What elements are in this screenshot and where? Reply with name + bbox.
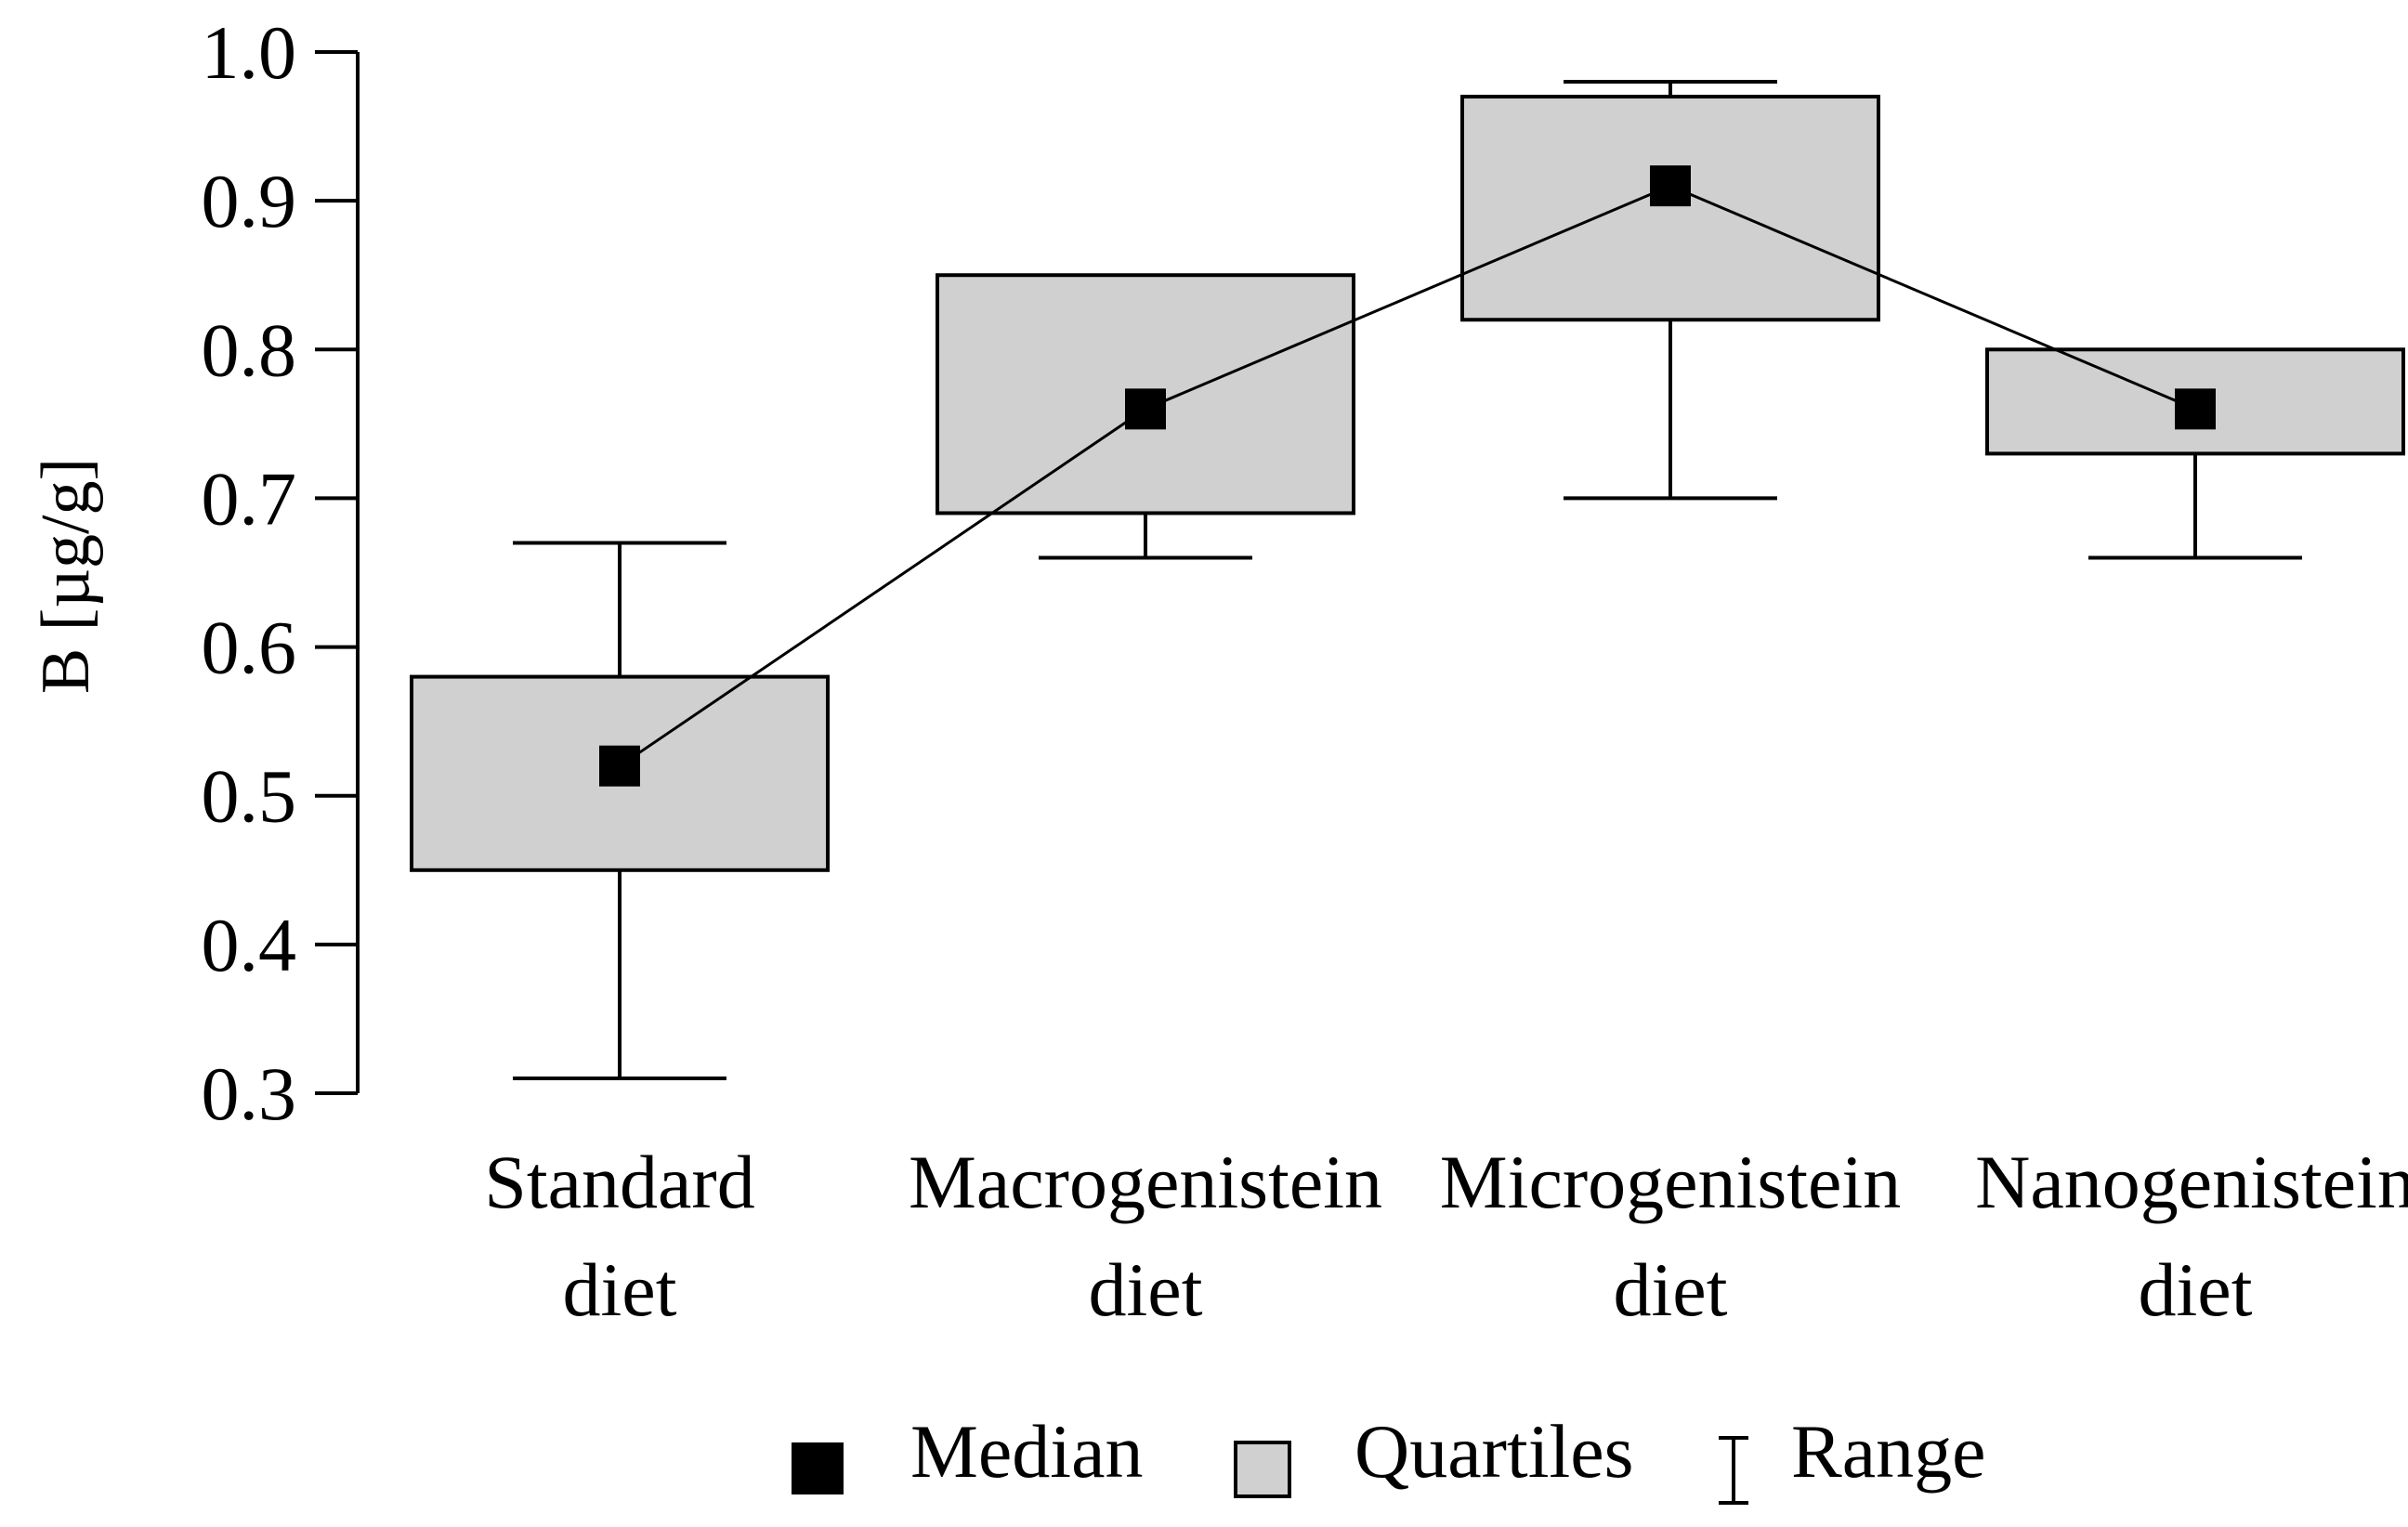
category-label-line1: Microgenistein [1440, 1140, 1901, 1224]
y-tick-label: 0.8 [202, 307, 297, 392]
y-tick-label: 0.9 [202, 159, 297, 243]
category-label-line1: Nanogenistein [1975, 1140, 2408, 1224]
legend-median-label: Median [910, 1409, 1143, 1494]
legend-median-symbol [792, 1442, 844, 1494]
legend: Median Quartiles Range [792, 1409, 1985, 1505]
legend-quartiles-symbol [1234, 1441, 1291, 1498]
y-tick-label: 0.4 [202, 903, 297, 987]
y-tick-label: 1.0 [202, 10, 297, 95]
y-tick-label: 0.3 [202, 1051, 297, 1136]
category-label-line2: diet [563, 1247, 677, 1332]
median-markers [599, 165, 2216, 787]
legend-range-label: Range [1791, 1409, 1985, 1494]
median-marker [2175, 388, 2216, 430]
median-marker [599, 745, 640, 787]
median-marker [1125, 388, 1166, 430]
category-label-line2: diet [1614, 1247, 1728, 1332]
y-tick-label: 0.5 [202, 754, 297, 839]
y-tick-label: 0.7 [202, 456, 297, 541]
category-labels: Standard diet Macrogenistein diet Microgenis… [484, 1140, 2408, 1332]
legend-quartiles-label: Quartiles [1354, 1409, 1634, 1494]
category-label-line1: Standard [484, 1140, 754, 1224]
median-marker [1650, 165, 1691, 207]
median-line-layer [619, 184, 2196, 767]
boxes [410, 80, 2405, 1080]
y-tick-label: 0.6 [202, 606, 297, 690]
category-label-line1: Macrogenistein [909, 1140, 1382, 1224]
quartile-box [1460, 95, 1880, 322]
category-label-line2: diet [2139, 1247, 2253, 1332]
category-label-line2: diet [1089, 1247, 1203, 1332]
y-axis-label: B [µg/g] [28, 458, 104, 694]
median-line [619, 184, 2196, 767]
axes: 1.0 0.9 0.8 0.7 0.6 0.5 0.4 0.3 [202, 10, 360, 1136]
